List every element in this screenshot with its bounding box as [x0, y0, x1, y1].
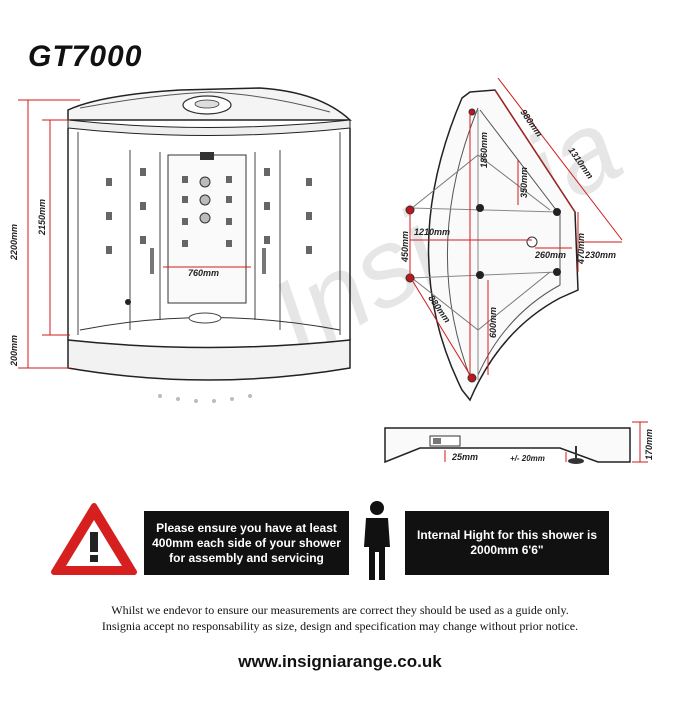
disclaimer-line-1: Whilst we endevor to ensure our measurem… [111, 603, 569, 617]
page-title: GT7000 [28, 40, 143, 73]
dim-door-width: 760mm [188, 268, 219, 278]
person-silhouette-icon [364, 501, 390, 580]
warning-triangle-icon [51, 503, 137, 575]
dim-enclosure-height: 2150mm [37, 199, 47, 236]
dim-inner-depth: 450mm [400, 231, 410, 263]
dim-width: 1210mm [414, 227, 450, 237]
dim-depth: 1860mm [479, 132, 489, 168]
top-dimensions [409, 77, 623, 380]
dim-leg-adjust: +/- 20mm [510, 454, 545, 463]
dim-tray-height: 200mm [9, 335, 19, 367]
dim-waste-depth: 470mm [576, 233, 586, 265]
dim-tray-edge: 230mm [584, 250, 616, 260]
front-dimensions [18, 99, 251, 369]
internal-height-notice: Internal Hight for this shower is 2000mm… [405, 511, 609, 575]
dim-tray-height-side: 170mm [644, 429, 654, 460]
dim-total-height: 2200mm [9, 224, 19, 261]
dim-waste-offset: 260mm [534, 250, 566, 260]
dim-panel: 350mm [519, 167, 529, 198]
assembly-notice: Please ensure you have at least 400mm ea… [144, 511, 349, 575]
front-view [67, 87, 352, 403]
tray-dimensions [444, 421, 648, 463]
dim-waste-height: 25mm [451, 452, 478, 462]
top-view [405, 89, 579, 402]
website-link[interactable]: www.insigniarange.co.uk [238, 652, 442, 671]
dim-front-depth: 600mm [488, 307, 498, 338]
disclaimer-line-2: Insignia accept no responsability as siz… [101, 619, 579, 633]
tray-side-view [384, 427, 631, 464]
disclaimer: Whilst we endevor to ensure our measurem… [20, 602, 660, 634]
